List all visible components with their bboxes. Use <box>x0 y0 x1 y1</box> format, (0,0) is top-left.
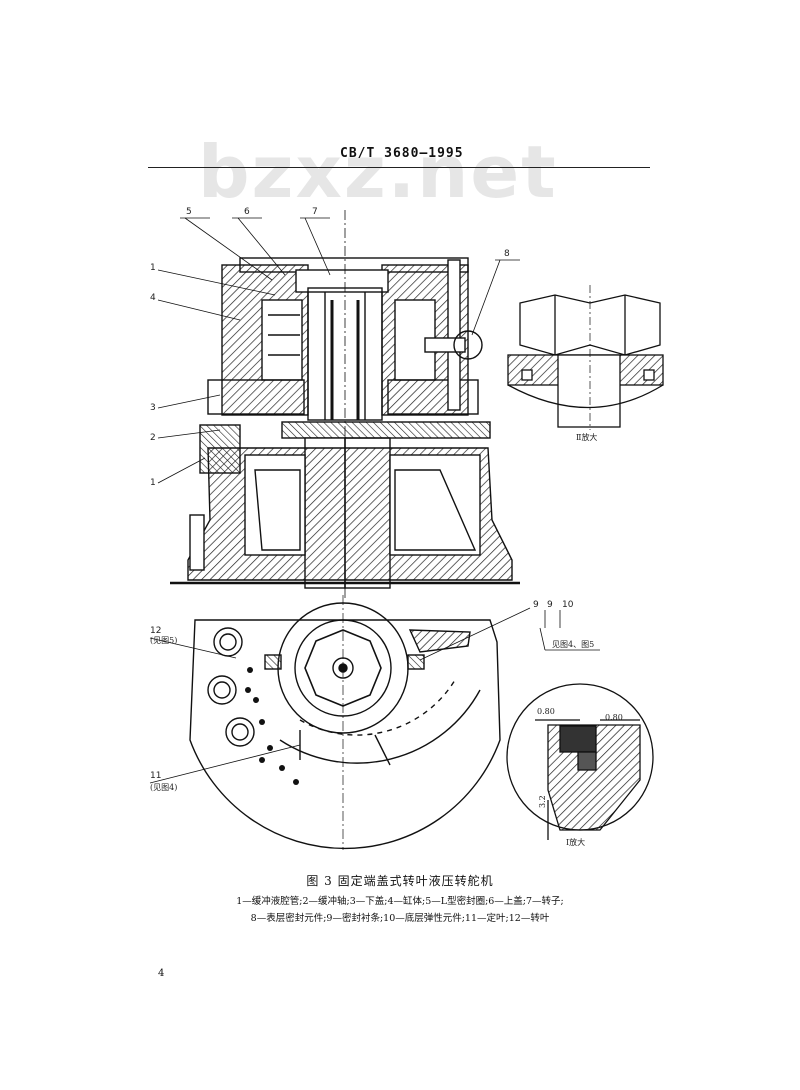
detail-i-label: Ⅰ放大 <box>566 837 585 847</box>
callout-9-upper: 9 <box>533 600 539 610</box>
figure-legend-line-2: 8—表层密封元件;9—密封衬条;10—底层弹性元件;11—定叶;12—转叶 <box>250 913 550 924</box>
callout-9: 9 <box>547 600 553 610</box>
callout-9-10-reference: 见图4、图5 <box>552 640 594 649</box>
main-view-leaders <box>157 217 520 484</box>
plan-view-leaders <box>149 607 600 784</box>
callout-1-upper: 1 <box>150 263 156 273</box>
callout-8: 8 <box>504 249 510 259</box>
detail-ii-view <box>507 285 664 430</box>
watermark: bzxz.net <box>198 130 558 214</box>
detail-i-view <box>506 683 654 840</box>
callout-7: 7 <box>312 207 318 217</box>
callout-12-reference: (见图5) <box>150 636 177 645</box>
main-section-view <box>170 210 520 600</box>
callout-11-reference: (见图4) <box>150 783 177 792</box>
callout-6: 6 <box>244 207 250 217</box>
callout-1-lower: 1 <box>150 478 156 488</box>
standard-number-header: CB/T 3680—1995 <box>340 146 464 161</box>
page-number: 4 <box>158 968 165 979</box>
callout-11: 11 <box>150 771 161 781</box>
roughness-c: 3.2 <box>538 795 547 808</box>
callout-5: 5 <box>186 207 192 217</box>
figure-caption: 图 3 固定端盖式转叶液压转舵机 <box>306 874 494 888</box>
roughness-b: 0.80 <box>605 713 623 722</box>
callout-2: 2 <box>150 433 156 443</box>
figure-legend-line-1: 1—缓冲液腔管;2—缓冲轴;3—下盖;4—缸体;5—L型密封圈;6—上盖;7—转… <box>236 896 564 907</box>
plan-view <box>189 595 501 850</box>
callout-4: 4 <box>150 293 156 303</box>
header-rule <box>148 167 650 168</box>
detail-ii-label: Ⅱ放大 <box>576 432 597 442</box>
callout-3: 3 <box>150 403 156 413</box>
roughness-a: 0.80 <box>537 707 555 716</box>
plan-view-bolt-holes <box>245 667 299 785</box>
callout-10: 10 <box>562 600 574 610</box>
callout-12: 12 <box>150 626 161 636</box>
